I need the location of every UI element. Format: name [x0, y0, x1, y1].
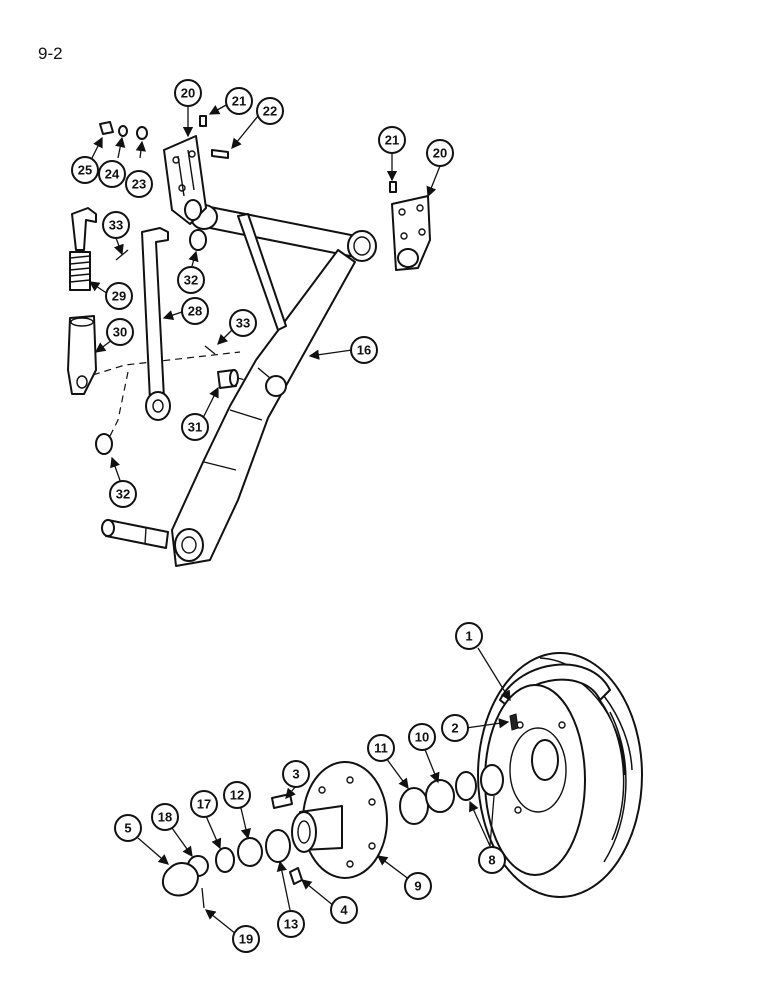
page-number: 9-2 [38, 44, 63, 63]
callout-20: 20 [426, 139, 454, 167]
svg-text:10: 10 [415, 730, 429, 745]
bearing-cone [425, 779, 455, 813]
svg-text:3: 3 [292, 767, 299, 782]
callout-20: 20 [174, 79, 202, 107]
callout-19: 19 [232, 925, 260, 953]
washer [95, 433, 113, 455]
callout-22: 22 [256, 97, 284, 125]
mounting-bracket-right [391, 195, 431, 271]
callout-13: 13 [277, 910, 305, 938]
svg-text:24: 24 [105, 167, 120, 182]
grease-fitting [389, 181, 397, 193]
bolt [211, 149, 229, 159]
grease-fitting [289, 867, 303, 885]
svg-text:28: 28 [188, 304, 202, 319]
svg-text:33: 33 [109, 218, 123, 233]
svg-text:23: 23 [132, 177, 146, 192]
callout-24: 24 [98, 160, 126, 188]
callout-9: 9 [404, 872, 432, 900]
svg-text:2: 2 [451, 721, 458, 736]
callout-30: 30 [106, 318, 134, 346]
tire-and-wheel [477, 652, 643, 898]
svg-text:20: 20 [433, 146, 447, 161]
mounting-bracket-left [163, 135, 207, 225]
wheel-hub-assembly [162, 652, 643, 909]
svg-text:5: 5 [124, 821, 131, 836]
callout-8: 8 [478, 846, 506, 874]
washer [136, 126, 148, 140]
callout-5: 5 [114, 814, 142, 842]
callout-11: 11 [367, 734, 395, 762]
callout-2: 2 [441, 714, 469, 742]
callout-33: 33 [229, 309, 257, 337]
svg-text:32: 32 [116, 487, 130, 502]
callout-32: 32 [177, 266, 205, 294]
callout-17: 17 [190, 790, 218, 818]
wheel-hub [291, 761, 388, 879]
nut [99, 121, 114, 135]
callout-4: 4 [330, 896, 358, 924]
svg-text:21: 21 [385, 133, 399, 148]
callout-28: 28 [181, 297, 209, 325]
leader-lines [88, 103, 511, 935]
callout-12: 12 [223, 781, 251, 809]
bearing-cone [237, 837, 263, 867]
svg-text:18: 18 [158, 810, 172, 825]
svg-text:11: 11 [374, 741, 388, 756]
spring-rod [67, 207, 97, 395]
svg-text:19: 19 [239, 932, 253, 947]
lock-washer [118, 125, 128, 137]
upper-axle-assembly [67, 115, 431, 567]
callout-32: 32 [109, 480, 137, 508]
grease-fitting [199, 115, 207, 127]
callout-21: 21 [378, 126, 406, 154]
dust-cap [162, 861, 199, 897]
callout-21: 21 [225, 87, 253, 115]
callout-10: 10 [408, 723, 436, 751]
callout-29: 29 [105, 282, 133, 310]
svg-text:31: 31 [188, 420, 202, 435]
svg-text:16: 16 [357, 343, 371, 358]
bearing-cup [399, 787, 429, 825]
callout-labels: 20 21 22 25 24 23 21 20 33 32 29 28 33 3… [71, 79, 506, 953]
svg-text:21: 21 [232, 94, 246, 109]
axle-arm [101, 204, 377, 567]
cotter-pin [115, 249, 129, 261]
callout-3: 3 [282, 760, 310, 788]
wheel-bolt [271, 793, 293, 809]
svg-text:32: 32 [184, 273, 198, 288]
callout-18: 18 [151, 803, 179, 831]
callout-25: 25 [71, 156, 99, 184]
svg-text:1: 1 [465, 629, 472, 644]
bearing-cup [265, 829, 291, 863]
svg-text:22: 22 [263, 104, 277, 119]
svg-text:9: 9 [414, 879, 421, 894]
svg-text:29: 29 [112, 289, 126, 304]
washer [215, 847, 235, 873]
cotter-pin [204, 345, 216, 355]
svg-text:4: 4 [340, 903, 348, 918]
svg-text:20: 20 [181, 86, 195, 101]
svg-text:13: 13 [284, 917, 298, 932]
link-rod [141, 227, 171, 421]
washer [189, 229, 207, 251]
cotter-pin [201, 887, 205, 909]
callout-16: 16 [350, 336, 378, 364]
svg-text:17: 17 [197, 797, 211, 812]
valve-stem [509, 713, 519, 731]
callout-23: 23 [125, 170, 153, 198]
callout-1: 1 [455, 622, 483, 650]
seal [480, 764, 504, 796]
callout-31: 31 [181, 413, 209, 441]
svg-text:8: 8 [488, 853, 495, 868]
callout-33: 33 [102, 211, 130, 239]
svg-text:33: 33 [236, 316, 250, 331]
seal [455, 771, 477, 801]
svg-text:12: 12 [230, 788, 244, 803]
svg-text:25: 25 [78, 163, 92, 178]
svg-text:30: 30 [113, 325, 127, 340]
